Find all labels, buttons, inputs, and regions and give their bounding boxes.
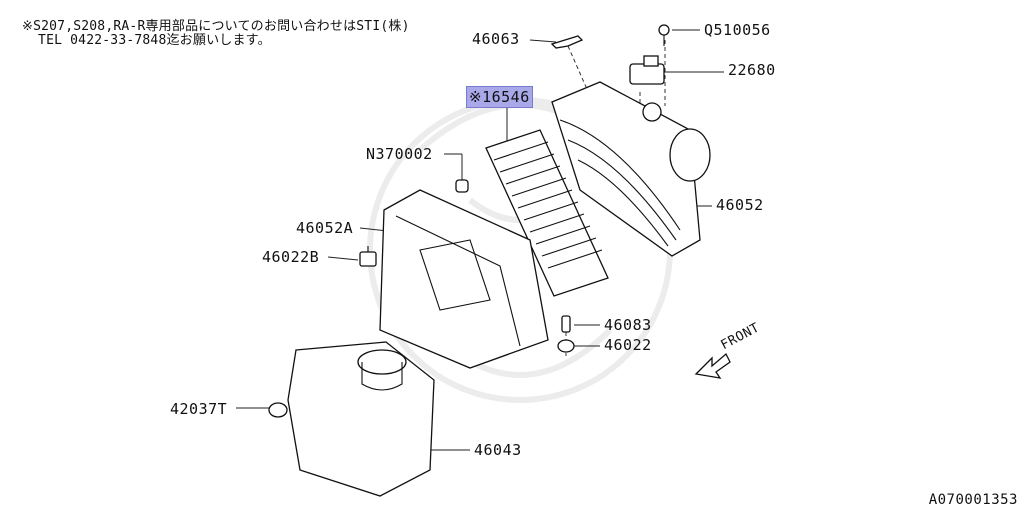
part-label-46083: 46083: [604, 316, 652, 334]
grommet-46022: [557, 339, 575, 353]
pin-46083: [561, 315, 571, 333]
part-label-46022b: 46022B: [262, 248, 320, 266]
part-label-q510056: Q510056: [704, 21, 771, 39]
sensor-22680: [629, 55, 665, 85]
diagram-reference-number: A070001353: [928, 492, 1018, 508]
resonator-46043: [287, 341, 435, 497]
part-label-16546: ※16546: [466, 86, 533, 108]
note-line-1: ※S207,S208,RA-R専用部品についてのお問い合わせはSTI(株): [22, 19, 410, 34]
highlighted-part-number: ※16546: [466, 86, 533, 108]
upper-case-46052: [551, 81, 711, 257]
part-label-46043: 46043: [474, 441, 522, 459]
clip-46063: [550, 35, 584, 49]
part-label-46063: 46063: [472, 30, 520, 48]
part-label-42037t: 42037T: [170, 400, 228, 418]
sti-inquiry-note: ※S207,S208,RA-R専用部品についてのお問い合わせはSTI(株) TE…: [22, 20, 410, 48]
part-label-46052a: 46052A: [296, 219, 354, 237]
leader-lines: [236, 29, 724, 451]
clip-42037t: [268, 402, 288, 418]
lower-case-46052a: [379, 189, 549, 369]
screw-q510056: [658, 24, 670, 46]
part-label-46052: 46052: [716, 196, 764, 214]
grommet-n370002: [455, 179, 469, 193]
front-arrow-icon: [694, 352, 731, 379]
part-label-n370002: N370002: [366, 145, 433, 163]
part-label-22680: 22680: [728, 61, 776, 79]
note-line-2: TEL 0422-33-7848迄お願いします。: [22, 33, 271, 48]
clip-46022b: [359, 246, 377, 267]
part-label-46022: 46022: [604, 336, 652, 354]
